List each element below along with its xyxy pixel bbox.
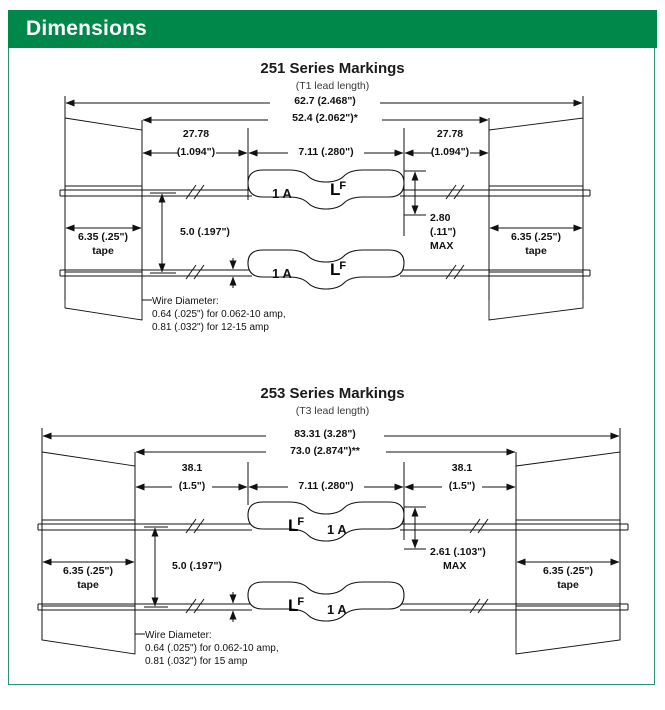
dim-lead-left-inch-251: (1.094") xyxy=(176,146,216,158)
section-title-253: 253 Series Markings xyxy=(260,385,405,402)
dim-lead-right-253: 38.1 xyxy=(451,462,473,474)
wire-note-253-line3: 0.81 (.032") for 15 amp xyxy=(145,656,248,667)
dim-body-dia-253-a: 2.61 (.103") xyxy=(430,546,486,558)
dim-lead-right-251: 27.78 xyxy=(436,128,464,140)
wire-note-253-line1: Wire Diameter: xyxy=(145,630,212,641)
dim-pitch-251: 5.0 (.197") xyxy=(180,226,230,238)
dim-inner-251: 52.4 (2.062")* xyxy=(292,112,358,124)
logo-letter-f: F xyxy=(339,180,347,192)
littelfuse-logo-251-upper: LF xyxy=(330,180,347,200)
dim-lead-left-inch-253: (1.5") xyxy=(178,480,206,492)
logo-letter-l: L xyxy=(330,260,341,279)
dim-tape-left-253: 6.35 (.25") xyxy=(63,565,113,577)
content-frame xyxy=(8,48,655,685)
dim-tape-left-251: 6.35 (.25") xyxy=(78,231,128,243)
dim-tape-right-label-251: tape xyxy=(525,245,547,257)
dim-tape-left-label-253: tape xyxy=(77,579,99,591)
dim-tape-left-label-251: tape xyxy=(92,245,114,257)
dim-tape-right-label-253: tape xyxy=(557,579,579,591)
logo-letter-l: L xyxy=(288,516,299,535)
fuse-rating-253-upper: 1 A xyxy=(327,522,347,537)
dim-tape-right-251: 6.35 (.25") xyxy=(511,231,561,243)
section-subtitle-251: (T1 lead length) xyxy=(295,80,370,92)
dim-lead-right-inch-251: (1.094") xyxy=(430,146,470,158)
dim-lead-left-253: 38.1 xyxy=(181,462,203,474)
dim-pitch-253: 5.0 (.197") xyxy=(172,560,222,572)
dim-body-dia-251-c: MAX xyxy=(430,240,454,252)
wire-note-251-line1: Wire Diameter: xyxy=(152,296,219,307)
wire-note-251-line2: 0.64 (.025") for 0.062-10 amp, xyxy=(152,309,286,320)
wire-note-253-line2: 0.64 (.025") for 0.062-10 amp, xyxy=(145,643,279,654)
dim-lead-right-inch-253: (1.5") xyxy=(448,480,476,492)
fuse-rating-251-lower: 1 A xyxy=(272,266,292,281)
dim-body-dia-251-a: 2.80 xyxy=(430,212,451,224)
wire-note-251-line3: 0.81 (.032") for 12-15 amp xyxy=(152,322,269,333)
section-header-bar xyxy=(8,10,657,48)
dim-inner-253: 73.0 (2.874")** xyxy=(290,445,360,457)
dim-overall-251: 62.7 (2.468") xyxy=(294,95,356,107)
dim-body-length-253: 7.11 (.280") xyxy=(298,480,354,492)
page-title: Dimensions xyxy=(26,17,148,40)
logo-letter-f: F xyxy=(297,596,305,608)
logo-letter-l: L xyxy=(330,180,341,199)
dim-tape-right-253: 6.35 (.25") xyxy=(543,565,593,577)
dim-lead-left-251: 27.78 xyxy=(182,128,210,140)
littelfuse-logo-251-lower: LF xyxy=(330,260,347,280)
dim-body-dia-253-b: MAX xyxy=(443,560,467,572)
fuse-rating-251-upper: 1 A xyxy=(272,186,292,201)
littelfuse-logo-253-lower: LF xyxy=(288,596,305,616)
littelfuse-logo-253-upper: LF xyxy=(288,516,305,536)
dim-body-length-251: 7.11 (.280") xyxy=(298,146,354,158)
dim-body-dia-251-b: (.11") xyxy=(430,226,456,238)
logo-letter-l: L xyxy=(288,596,299,615)
logo-letter-f: F xyxy=(339,260,347,272)
section-title-251: 251 Series Markings xyxy=(260,60,405,77)
dim-overall-253: 83.31 (3.28") xyxy=(294,428,356,440)
section-subtitle-253: (T3 lead length) xyxy=(295,405,370,417)
fuse-rating-253-lower: 1 A xyxy=(327,602,347,617)
logo-letter-f: F xyxy=(297,516,305,528)
